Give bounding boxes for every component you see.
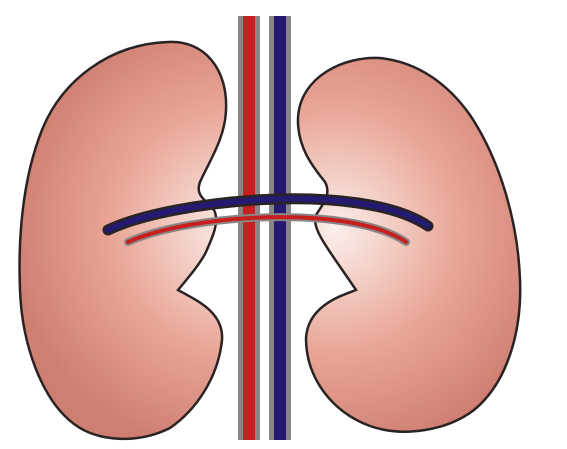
left-kidney — [20, 42, 227, 439]
aorta — [238, 16, 260, 440]
right-kidney — [298, 58, 520, 432]
vena-cava — [269, 16, 291, 440]
